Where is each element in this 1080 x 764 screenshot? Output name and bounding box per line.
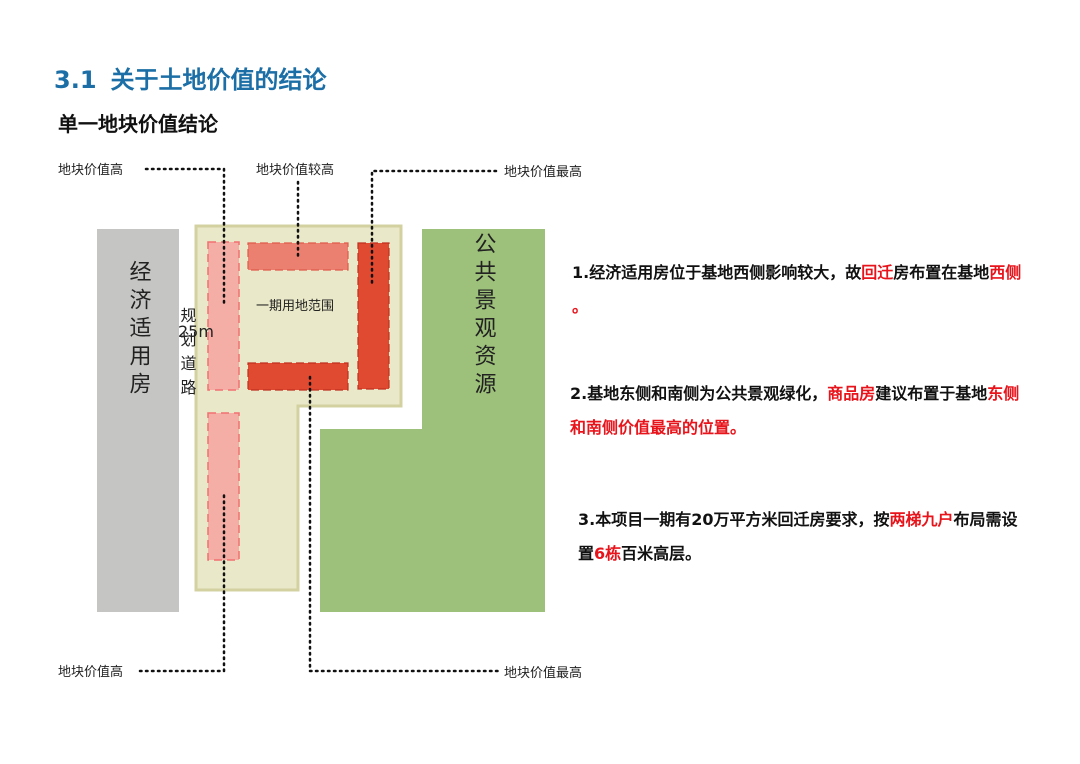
economic-housing-zone [97,229,179,612]
section-title-text: 关于土地价值的结论 [110,66,327,94]
site-range [194,224,403,592]
site-range-label: 一期用地范围 [256,299,334,314]
callout-label-bottom-right: 地块价值最高 [504,665,582,681]
note-2-part-4: 东侧和南侧价值最高的位置。 [570,384,1020,437]
building-block-south [247,362,349,391]
callout-line-bottom-right [308,375,502,673]
callout-line-bottom-left [138,493,226,673]
callout-label-top-left: 地块价值高 [58,162,123,178]
note-3: 3.本项目一期有20万平方米回迁房要求，按两梯九户布局需设置6栋百米高层。 [578,503,1028,571]
note-3-part-2: 两梯九户 [889,510,954,529]
note-1: 1.经济适用房位于基地西侧影响较大，故回迁房布置在基地西侧 。 [572,256,1022,324]
callout-line-top-right [370,169,498,287]
note-3-part-3: 布局需设置 [578,510,1018,563]
callout-label-top-middle: 地块价值较高 [256,162,334,178]
public-landscape-zone [320,229,545,612]
note-2: 2.基地东侧和南侧为公共景观绿化，商品房建议布置于基地东侧和南侧价值最高的位置。 [570,377,1020,445]
section-number: 3.1 [54,66,97,94]
note-3-part-5: 百米高层。 [621,544,702,563]
note-1-part-4: 西侧 。 [572,263,1022,316]
economic-housing-label: 经济适用房 [126,260,152,400]
note-1-part-1: 1.经济适用房位于基地西侧影响较大，故 [572,263,862,282]
note-3-part-4: 6栋 [594,544,622,563]
note-3-part-1: 3.本项目一期有20万平方米回迁房要求，按 [578,510,890,529]
note-2-part-1: 2.基地东侧和南侧为公共景观绿化， [570,384,828,403]
road-width-label: 25m [178,322,214,341]
note-1-part-3: 房布置在基地 [893,263,990,282]
building-block-west-lower [207,412,240,561]
subtitle: 单一地块价值结论 [58,112,218,136]
building-block-east [357,242,390,390]
note-2-part-3: 建议布置于基地 [875,384,988,403]
note-2-part-2: 商品房 [827,384,876,403]
note-1-part-2: 回迁 [861,263,894,282]
callout-line-top-left [144,167,226,307]
callout-label-bottom-left: 地块价值高 [58,664,123,680]
callout-label-top-right: 地块价值最高 [504,164,582,180]
section-title: 3.1 关于土地价值的结论 [54,60,327,95]
public-landscape-label: 公共景观资源 [471,232,497,400]
planned-road-label: 规划道路 [178,307,197,403]
